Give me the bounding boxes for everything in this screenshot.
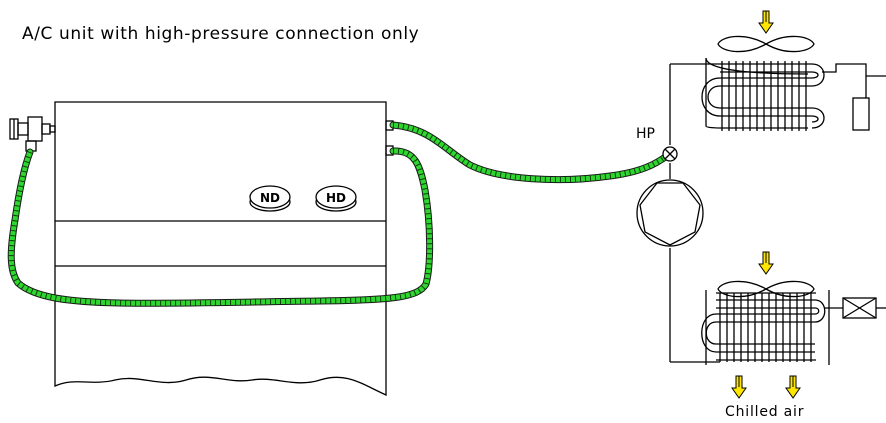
hp-label: HP — [636, 126, 655, 142]
evaporator-fan — [717, 280, 815, 298]
hp-service-valve: HP — [636, 126, 678, 162]
condenser — [701, 57, 825, 131]
condenser-fan — [717, 35, 815, 53]
hd-label: HD — [326, 191, 346, 205]
hp-hose — [389, 121, 672, 184]
airflow-in-arrow-top — [758, 10, 774, 34]
hose-loop — [7, 147, 434, 307]
chilled-air-arrow-right — [785, 375, 801, 399]
evaporator — [701, 290, 830, 365]
chilled-air-arrow-left — [731, 375, 747, 399]
service-station — [54, 101, 394, 397]
receiver-dryer — [852, 97, 870, 131]
airflow-in-arrow-bottom — [758, 251, 774, 275]
low-pressure-gauge: ND — [249, 185, 291, 212]
valve-connector — [9, 116, 56, 152]
chilled-air-label: Chilled air — [725, 404, 804, 420]
high-pressure-gauge: HD — [315, 185, 357, 212]
diagram-title: A/C unit with high-pressure connection o… — [22, 24, 419, 44]
condenser-fins — [721, 61, 807, 131]
compressor — [636, 179, 704, 247]
evaporator-fins — [719, 293, 812, 362]
expansion-valve — [842, 297, 877, 319]
nd-label: ND — [260, 191, 280, 205]
